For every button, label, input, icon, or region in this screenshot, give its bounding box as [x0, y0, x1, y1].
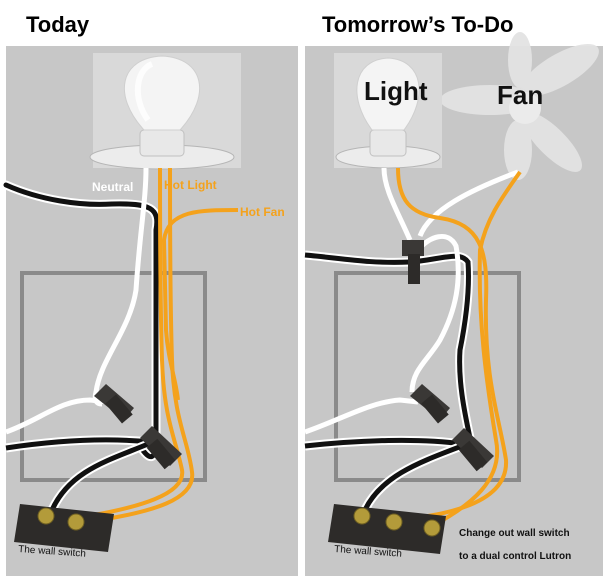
- today-wire-nut-icon: [94, 384, 134, 424]
- tomorrow-ground-wire-switch: [361, 443, 463, 514]
- ceiling-fan-icon: [440, 32, 599, 180]
- today-ground-wire-lower: [5, 437, 151, 451]
- tomorrow-wall-switch-icon: [328, 504, 446, 554]
- today-wall-switch-icon: [14, 504, 114, 552]
- tomorrow-diagram: Light Fan The wall switch Change out wal…: [304, 32, 599, 562]
- note-line-2: to a dual control Lutron: [459, 551, 571, 562]
- tomorrow-wall-switch-label: The wall switch: [334, 544, 402, 560]
- tomorrow-neutral-light-wire: [381, 167, 413, 241]
- tomorrow-neutral-wire: [409, 234, 461, 393]
- today-neutral-wire-in: [5, 397, 109, 435]
- tomorrow-light-bulb-icon: [334, 53, 442, 169]
- hot-light-label: Hot Light: [164, 178, 217, 192]
- today-diagram: Neutral Hot Light Hot Fan The wall switc…: [1, 53, 285, 560]
- today-ground-wire-upper: [3, 182, 160, 459]
- today-title: Today: [26, 12, 90, 37]
- tomorrow-wire-nut-icon-3: [452, 428, 494, 472]
- light-label: Light: [364, 76, 428, 106]
- hot-fan-label: Hot Fan: [240, 205, 285, 219]
- tomorrow-hot-fan-wire: [431, 170, 522, 528]
- tomorrow-wire-nut-icon-2: [410, 384, 450, 424]
- tomorrow-ground-wire-lower: [304, 437, 463, 449]
- today-hot-fan-wire: [161, 208, 239, 401]
- fan-label: Fan: [497, 80, 543, 110]
- tomorrow-hot-light-wire: [393, 167, 509, 522]
- tomorrow-ground-wire-upper: [304, 252, 473, 439]
- note-line-1: Change out wall switch: [459, 528, 570, 539]
- today-hot-light-wire: [75, 167, 185, 520]
- tomorrow-neutral-wire-in: [304, 397, 419, 435]
- neutral-label: Neutral: [92, 180, 133, 194]
- tomorrow-wire-nut-icon: [402, 240, 424, 284]
- today-wall-switch-label: The wall switch: [18, 544, 86, 560]
- today-switch-box: [20, 271, 207, 482]
- today-wire-nut-icon-2: [140, 426, 182, 470]
- tomorrow-title: Tomorrow’s To-Do: [322, 12, 514, 37]
- tomorrow-neutral-fan-wire: [417, 169, 519, 238]
- today-light-bulb-icon: [89, 53, 241, 170]
- today-ground-wire-switch: [49, 441, 149, 512]
- tomorrow-switch-box: [334, 271, 521, 482]
